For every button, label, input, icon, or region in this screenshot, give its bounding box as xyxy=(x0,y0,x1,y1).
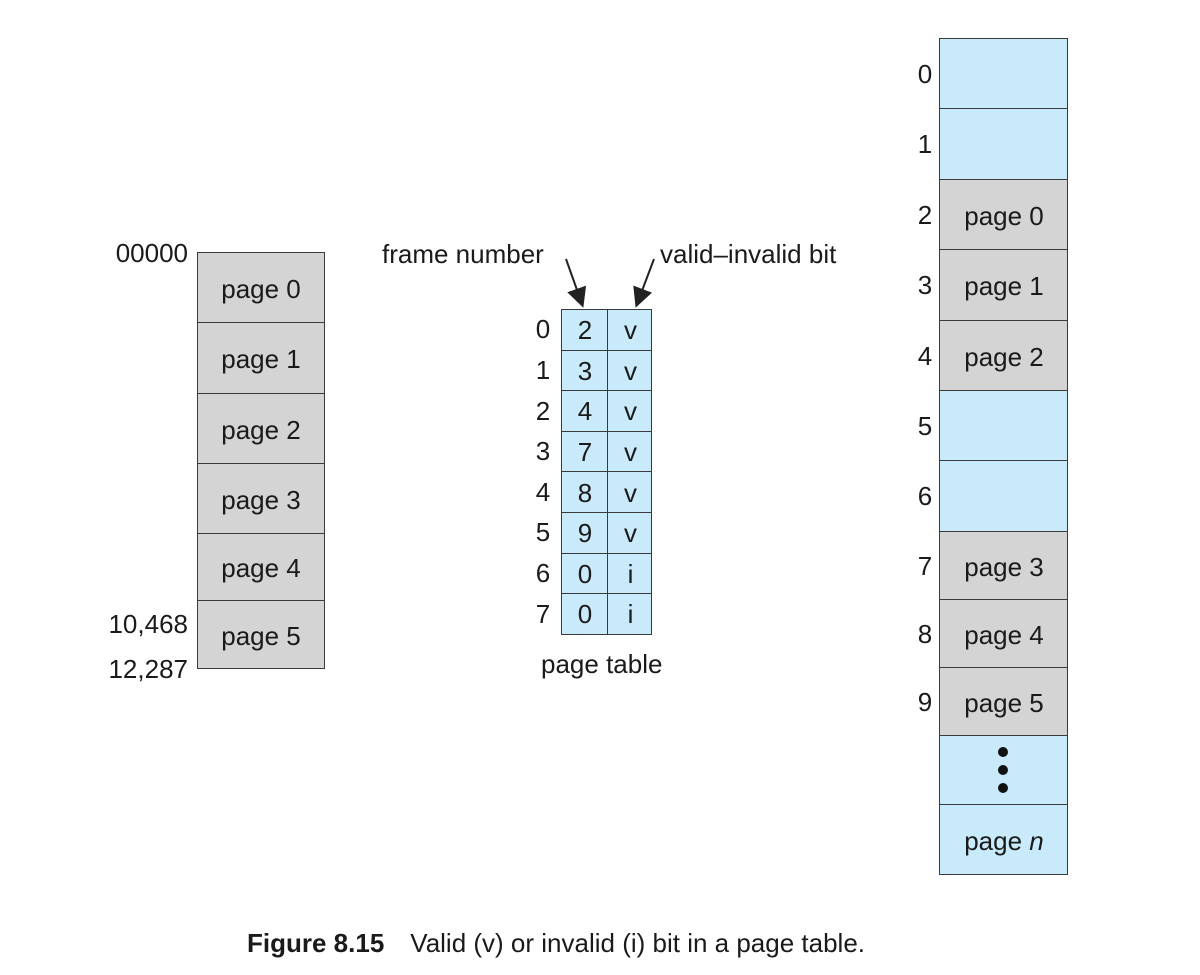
frame-number-value: 0 xyxy=(577,558,593,589)
frame-index: 0 xyxy=(917,58,933,89)
page-table-index: 3 xyxy=(535,436,551,467)
physical-frame-label: page 2 xyxy=(964,341,1044,372)
logical-page-0-label: page 0 xyxy=(221,274,301,304)
logical-page-2-label: page 2 xyxy=(221,415,301,445)
physical-frame-7: page 3 xyxy=(939,531,1068,600)
ellipsis-dot xyxy=(998,747,1008,757)
valid-invalid-bit-label: valid–invalid bit xyxy=(660,239,837,269)
logical-page-2: page 2 xyxy=(197,393,325,464)
valid-bit-cell: v xyxy=(607,512,652,554)
physical-frame-label: page 3 xyxy=(964,551,1044,582)
valid-bit-cell: i xyxy=(607,593,652,635)
valid-bit-value: v xyxy=(624,355,637,386)
ellipsis-dot xyxy=(998,783,1008,793)
logical-page-4: page 4 xyxy=(197,533,325,601)
physical-frame-1 xyxy=(939,108,1068,180)
frame-index: 7 xyxy=(917,550,933,581)
valid-bit-value: v xyxy=(624,477,637,508)
physical-frame-label: page 1 xyxy=(964,271,1044,301)
frame-number-label: frame number xyxy=(382,239,544,269)
physical-frame-n: page n xyxy=(939,804,1068,875)
frame-number-value: 2 xyxy=(577,315,593,346)
frame-index: 3 xyxy=(917,270,933,300)
valid-bit-cell: v xyxy=(607,309,652,351)
frame-number-value: 0 xyxy=(577,599,593,630)
frame-index: 1 xyxy=(917,129,933,159)
page-n-prefix: page xyxy=(964,826,1023,856)
valid-bit-value: v xyxy=(624,437,637,468)
valid-invalid-arrow xyxy=(633,258,655,308)
address-end: 12,287 xyxy=(108,654,188,684)
physical-frame-3: page 1 xyxy=(939,249,1068,321)
address-start: 00000 xyxy=(115,238,188,268)
frame-number-value: 9 xyxy=(577,518,593,549)
page-table-index: 0 xyxy=(535,314,551,345)
page-table-index: 7 xyxy=(535,598,551,629)
page-table-index: 4 xyxy=(535,476,551,507)
page-table-index: 6 xyxy=(535,557,551,588)
physical-frame-8: page 4 xyxy=(939,599,1068,668)
ellipsis-dot xyxy=(998,765,1008,775)
frame-number-cell: 7 xyxy=(561,430,608,473)
frame-number-value: 7 xyxy=(577,437,593,468)
figure-caption: Figure 8.15 Valid (v) or invalid (i) bit … xyxy=(247,928,865,959)
logical-page-3-label: page 3 xyxy=(221,485,301,515)
valid-bit-value: v xyxy=(624,518,637,549)
figure-number: Figure 8.15 xyxy=(247,928,385,958)
page-n-variable: n xyxy=(1029,826,1044,856)
frame-index: 6 xyxy=(917,481,933,511)
logical-page-5: page 5 xyxy=(197,600,325,669)
physical-frame-label: page 4 xyxy=(964,619,1044,650)
valid-bit-cell: v xyxy=(607,390,652,432)
physical-frame-5 xyxy=(939,390,1068,461)
frame-index: 5 xyxy=(917,410,933,441)
frame-index: 2 xyxy=(917,199,933,230)
physical-frame-label: page 5 xyxy=(964,687,1044,718)
valid-bit-value: v xyxy=(624,315,637,346)
logical-page-1-label: page 1 xyxy=(221,344,301,374)
physical-frame-2: page 0 xyxy=(939,179,1068,250)
valid-bit-value: i xyxy=(627,558,634,589)
physical-frame-6 xyxy=(939,460,1068,532)
valid-bit-value: v xyxy=(624,396,637,427)
logical-page-4-label: page 4 xyxy=(221,553,301,583)
frame-number-value: 8 xyxy=(577,477,593,508)
frame-index: 4 xyxy=(917,340,933,371)
logical-page-0: page 0 xyxy=(197,252,325,323)
valid-bit-cell: v xyxy=(607,471,652,513)
frame-number-value: 4 xyxy=(577,396,593,427)
logical-page-3: page 3 xyxy=(197,463,325,534)
frame-index: 9 xyxy=(917,686,933,717)
physical-frame-0 xyxy=(939,38,1068,109)
physical-frame-n-label: page n xyxy=(964,828,1044,854)
physical-frame-9: page 5 xyxy=(939,667,1068,736)
frame-number-value: 3 xyxy=(577,355,593,386)
physical-frame-label: page 0 xyxy=(964,200,1044,231)
figure-caption-text: Valid (v) or invalid (i) bit in a page t… xyxy=(410,928,866,958)
physical-frame-4: page 2 xyxy=(939,320,1068,391)
logical-page-5-label: page 5 xyxy=(221,621,301,651)
page-table-index: 5 xyxy=(535,517,551,548)
page-table-index: 1 xyxy=(535,354,551,385)
page-table-caption: page table xyxy=(541,649,663,679)
frame-number-arrow xyxy=(565,258,587,308)
valid-bit-cell: v xyxy=(607,430,652,473)
page-table-index: 2 xyxy=(535,395,551,426)
valid-bit-value: i xyxy=(627,599,634,630)
address-last-page-start: 10,468 xyxy=(108,609,188,639)
frame-index: 8 xyxy=(917,618,933,649)
